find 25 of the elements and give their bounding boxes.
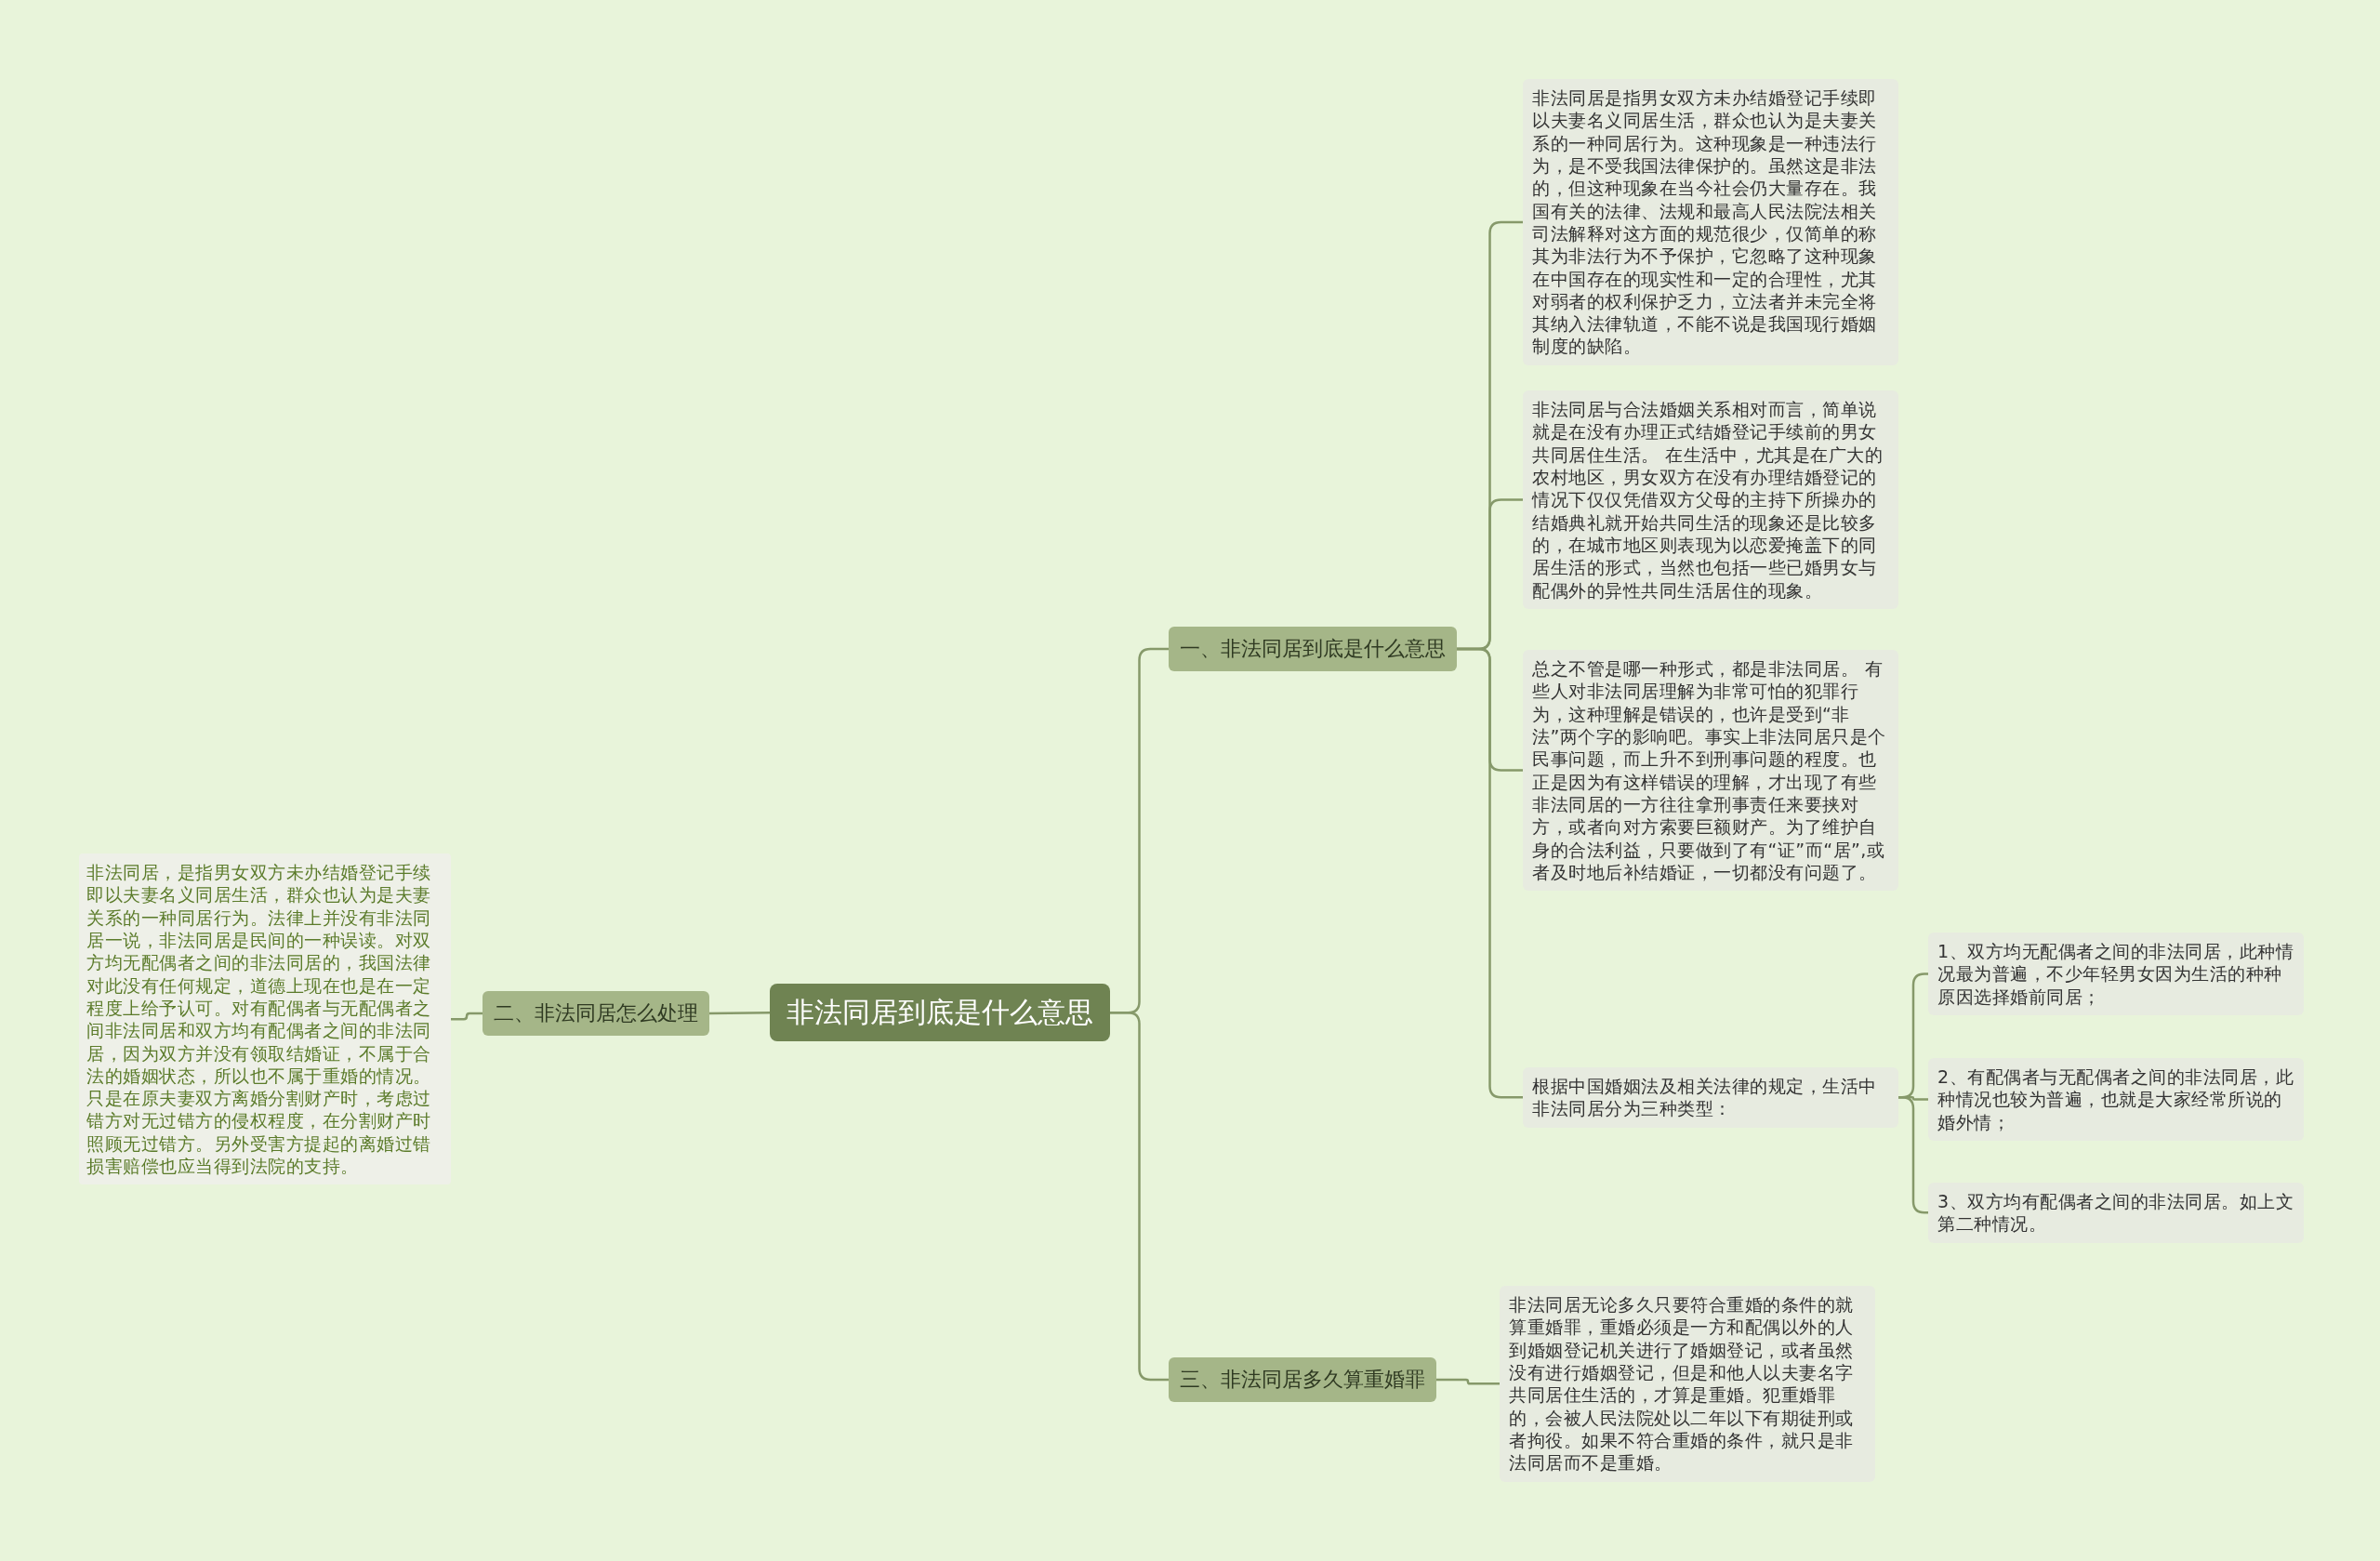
note-text: 非法同居与合法婚姻关系相对而言，简单说就是在没有办理正式结婚登记手续前的男女共同居住生活。 在生活中，尤其是在广大的农村地区，男女双方在没有办理结婚登记的情况下仅仅凭借双方父母的主持下所操办的结婚典礼就开始共同生活的现象还是比较多的，在城市地区则表现为以恋爱掩盖下的同居生活的形式，当然也包括一些已婚男女与配偶外的异性共同生活居住的现象。 (1532, 398, 1884, 602)
note-text: 1、双方均无配偶者之间的非法同居，此种情况最为普遍，不少年轻男女因为生活的种种原因选择婚前同居； (1937, 940, 2294, 1008)
note-text: 3、双方均有配偶者之间的非法同居。如上文第二种情况。 (1937, 1190, 2294, 1236)
connector-line (709, 1011, 770, 1015)
note-text: 非法同居是指男女双方未办结婚登记手续即以夫妻名义同居生活，群众也认为是夫妻关系的一种同居行为。这种现象是一种违法行为，是不受我国法律保护的。虽然这是非法的，但这种现象在当今社会仍大量存在。我国有关的法律、法规和最高人民法院法相关司法解释对这方面的规范很少，仅简单的称其为非法行为不予保护，它忽略了这种现象在中国存在的现实性和一定的合理性，尤其对弱者的权利保护乏力，立法者并未完全将其纳入法律轨道，不能不说是我国现行婚姻制度的缺陷。 (1532, 86, 1878, 358)
connector-line (451, 1012, 483, 1021)
topic-label: 非法同居到底是什么意思 (787, 995, 1093, 1030)
note-box (1523, 1067, 1898, 1128)
topic-label: 一、非法同居到底是什么意思 (1180, 636, 1446, 662)
connector-line (1457, 647, 1523, 1099)
connector-line (1436, 1378, 1500, 1385)
topic-box (1169, 627, 1457, 672)
topic-label: 二、非法同居怎么处理 (494, 1000, 698, 1026)
topic-box (1169, 1357, 1436, 1403)
topic-label: 三、非法同居多久算重婚罪 (1180, 1367, 1425, 1393)
note-text: 非法同居无论多久只要符合重婚的条件的就算重婚罪，重婚必须是一方和配偶以外的人到婚姻登记机关进行了婚姻登记，或者虽然没有进行婚姻登记，但是和他人以夫妻名字共同居住生活的，才算是重婚。犯重婚罪的，会被人民法院处以二年以下有期徒刑或者拘役。如果不符合重婚的条件，就只是非法同居而不是重婚。 (1509, 1293, 1855, 1475)
note-box (1928, 1183, 2304, 1243)
note-text: 非法同居，是指男女双方未办结婚登记手续即以夫妻名义同居生活，群众也认为是夫妻关系的一种同居行为。法律上并没有非法同居一说，非法同居是民间的一种误读。对双方均无配偶者之间的非法同居的，我国法律对此没有任何规定，道德上现在也是在一定程度上给予认可。对有配偶者与无配偶者之间非法同居和双方均有配偶者之间的非法同居，因为双方并没有领取结婚证，不属于合法的婚姻状态，所以也不属于重婚的情况。只是在原夫妻双方离婚分割财产时，考虑过错方对无过错方的侵权程度，在分割财产时照顾无过错方。另外受害方提起的离婚过错损害赔偿也应当得到法院的支持。 (86, 861, 432, 1178)
note-text: 2、有配偶者与无配偶者之间的非法同居，此种情况也较为普遍，也就是大家经常所说的婚外情； (1937, 1065, 2294, 1133)
topic-box (483, 991, 709, 1037)
central-topic-box (770, 984, 1110, 1042)
note-box (1928, 1058, 2304, 1141)
note-text: 根据中国婚姻法及相关法律的规定，生活中非法同居分为三种类型： (1532, 1075, 1878, 1120)
note-text: 总之不管是哪一种形式，都是非法同居。 有些人对非法同居理解为非常可怕的犯罪行为，这种理解是错误的，也许是受到“非法”两个字的影响吧。事实上非法同居只是个民事问题，而上升不到刑事问题的程度。也正是因为有这样错误的理解，才出现了有些非法同居的一方往往拿刑事责任来要挟对方，或者向对方索要巨额财产。为了维护自身的合法利益，只要做到了有“证”而“居”,或者及时地后补结婚证，一切都没有问题了。 (1532, 657, 1887, 884)
note-box (1928, 933, 2304, 1015)
